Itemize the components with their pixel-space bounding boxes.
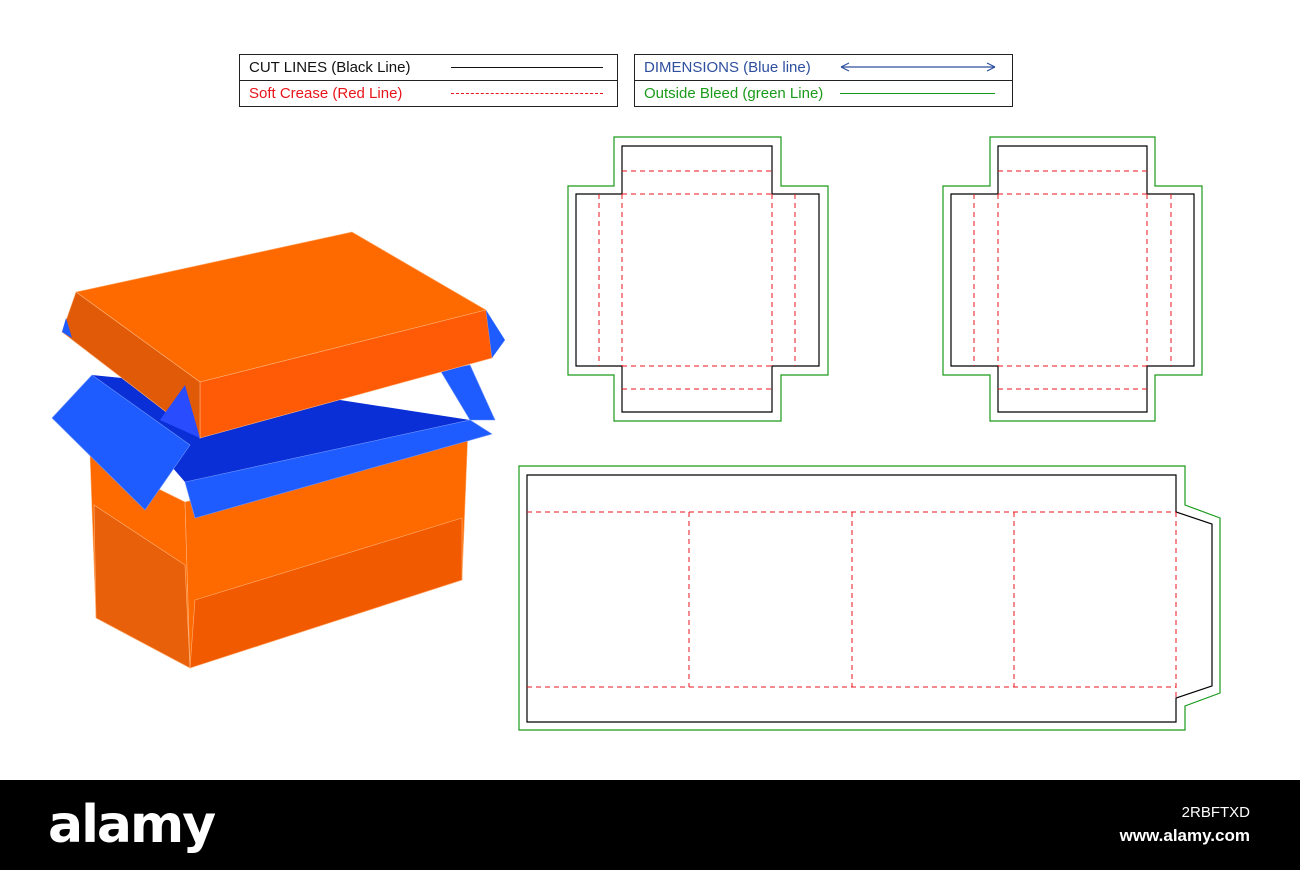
legend-row-bleed: Outside Bleed (green Line) <box>635 80 1012 105</box>
legend-label-dimensions: DIMENSIONS (Blue line) <box>644 59 811 76</box>
legend-dimensions-bleed: DIMENSIONS (Blue line) Outside Bleed (gr… <box>634 54 1013 107</box>
sleeve-bleed-outline <box>518 465 1221 731</box>
sleeve-cut-outline <box>526 474 1213 723</box>
box-lid-corner-flap <box>160 385 200 438</box>
legend-sample-cut <box>451 67 603 68</box>
lid-bleed-outline <box>567 136 829 422</box>
legend-row-soft-crease: Soft Crease (Red Line) <box>240 80 617 105</box>
legend-line-types: CUT LINES (Black Line) Soft Crease (Red … <box>239 54 618 107</box>
image-id: 2RBFTXD <box>1181 804 1250 821</box>
open-box-icon <box>51 231 505 669</box>
box-flap-front <box>184 419 493 519</box>
alamy-logo: alamy <box>48 795 216 855</box>
base-dieline <box>942 136 1203 422</box>
box-flap-left <box>51 374 191 511</box>
legend-label-crease: Soft Crease (Red Line) <box>249 85 403 102</box>
dieline-drawing <box>518 136 1221 731</box>
legend-label-bleed: Outside Bleed (green Line) <box>644 85 824 102</box>
base-bleed-outline <box>942 136 1203 422</box>
legend-row-dimensions: DIMENSIONS (Blue line) <box>635 55 1012 80</box>
diagram-canvas: CUT LINES (Black Line) Soft Crease (Red … <box>51 54 1221 731</box>
lid-crease-lines <box>598 170 796 390</box>
legend-sample-dimension-arrow-icon <box>840 62 996 72</box>
lid-dieline <box>567 136 829 422</box>
box-lid-right-flap <box>486 310 505 358</box>
watermark-url: www.alamy.com <box>1119 826 1250 845</box>
legend-sample-bleed <box>840 93 995 94</box>
legend-sample-crease <box>451 93 603 94</box>
legend-label-cut: CUT LINES (Black Line) <box>249 59 411 76</box>
legend-row-cut-lines: CUT LINES (Black Line) <box>240 55 617 80</box>
box-base-front-right-lower <box>189 517 463 669</box>
sleeve-dieline <box>518 465 1221 731</box>
3d-box-with-lid <box>51 231 505 669</box>
box-lid-left-flap <box>62 318 72 338</box>
sleeve-crease-lines <box>527 511 1177 698</box>
base-crease-lines <box>973 170 1172 390</box>
watermark-footer: alamy 2RBFTXD www.alamy.com <box>0 780 1300 870</box>
